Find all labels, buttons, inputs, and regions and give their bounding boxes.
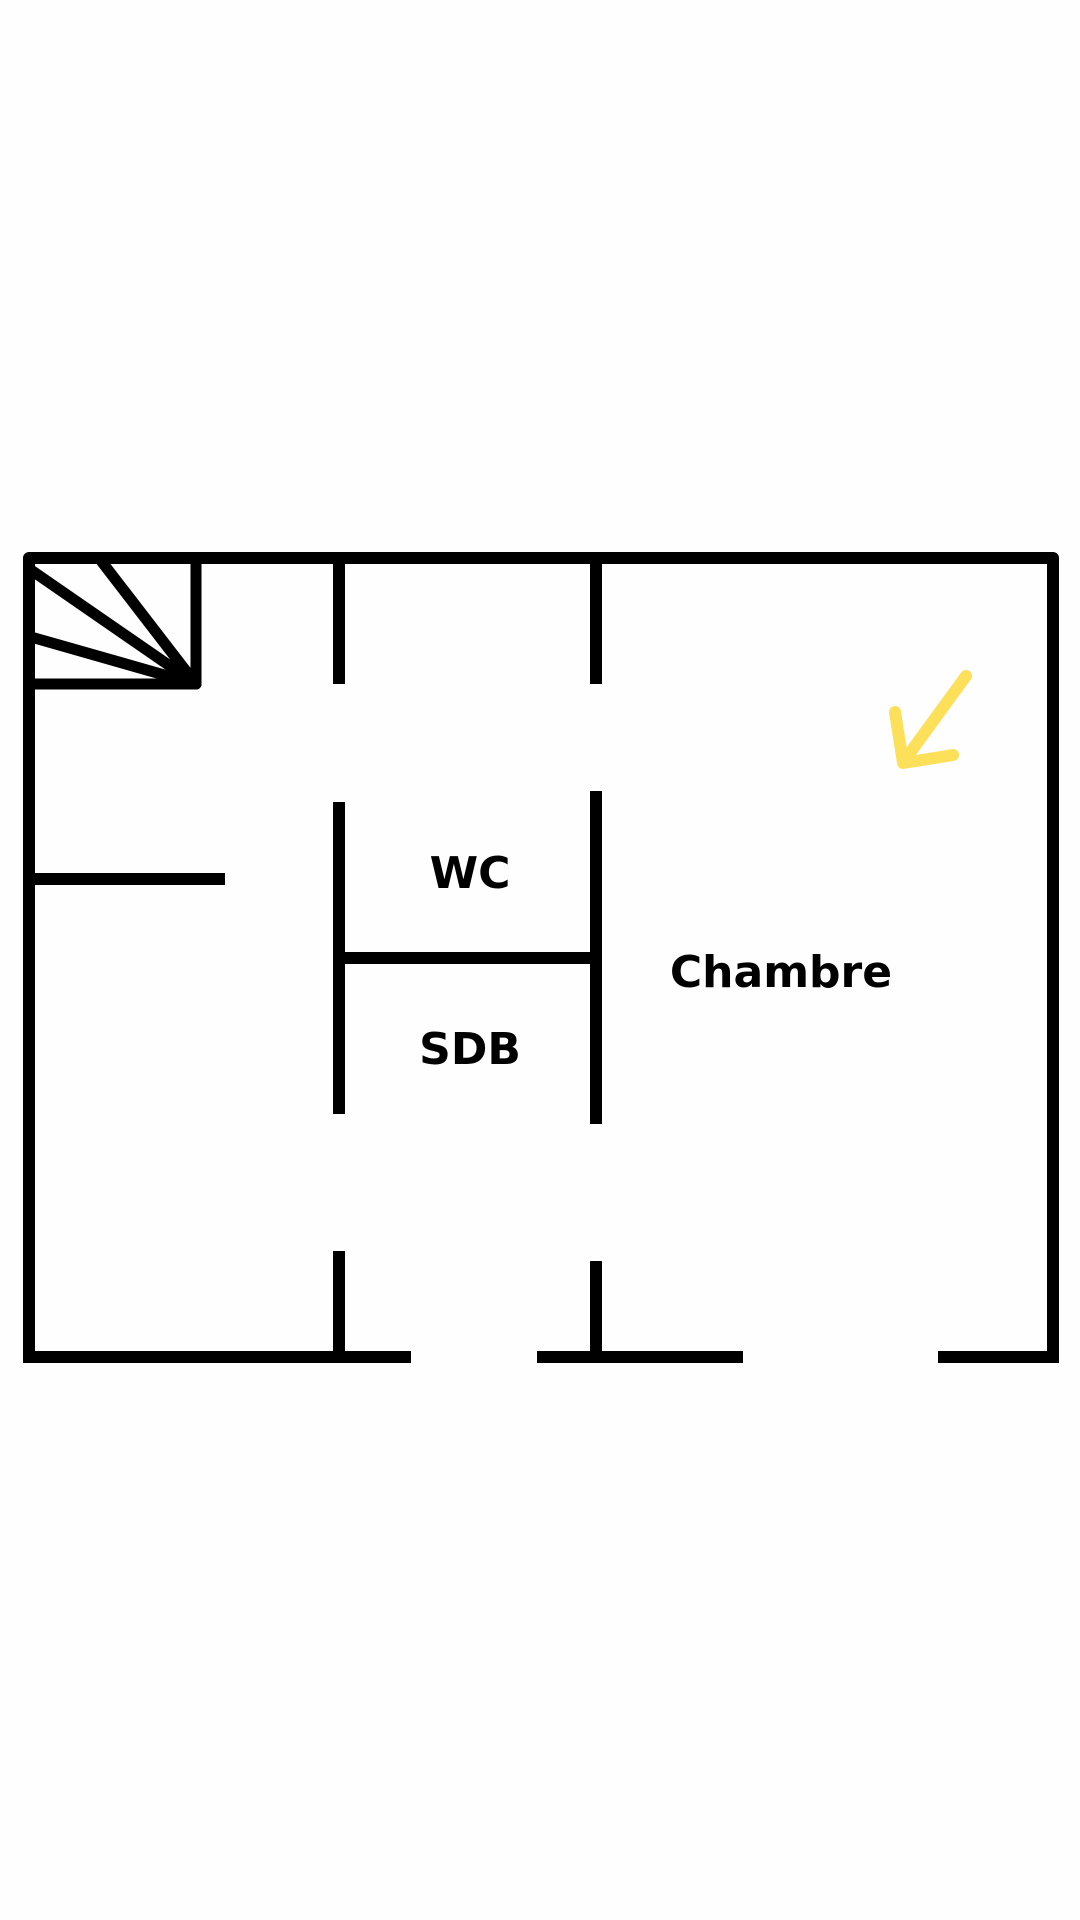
room-label-chambre: Chambre — [670, 947, 892, 998]
room-label-wc: WC — [430, 848, 511, 899]
arrow-down-left-icon — [889, 670, 972, 769]
stairs-icon — [23, 552, 202, 690]
room-label-sdb: SDB — [419, 1024, 521, 1075]
outer-wall-top-sides — [23, 552, 1059, 1357]
walls — [23, 552, 1059, 1363]
